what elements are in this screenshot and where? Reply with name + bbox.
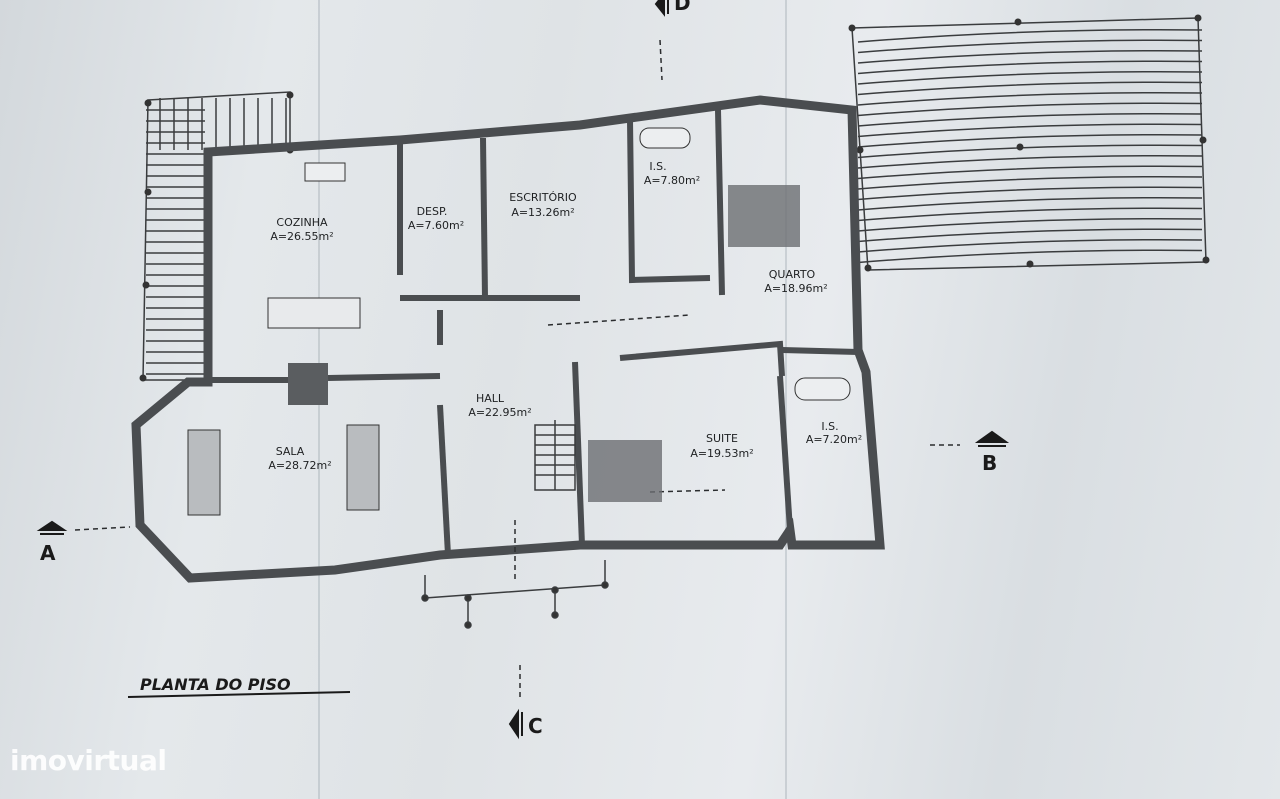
pergola-post: [1194, 14, 1202, 22]
section-marker-b: B: [974, 430, 1010, 475]
fireplace-icon: [288, 363, 328, 405]
room-label-sala: SALA A=28.72m²: [268, 445, 331, 472]
pergola-slat: [857, 218, 1203, 232]
pergola-post: [144, 188, 152, 196]
bed-icon: [728, 185, 800, 247]
sofa-icon: [346, 424, 380, 511]
svg-text:SALA: SALA: [276, 445, 305, 458]
bathtub-icon: [639, 127, 691, 149]
pergola-slat: [857, 92, 1203, 106]
svg-text:SUITE: SUITE: [706, 432, 738, 445]
watermark-logo: imovirtual: [10, 744, 167, 777]
room-label-hall: HALL A=22.95m²: [468, 392, 531, 419]
pergola-post: [142, 281, 150, 289]
pergola-slat: [857, 239, 1203, 253]
pergola-post: [864, 264, 872, 272]
section-marker-d: D: [654, 0, 691, 17]
room-label-desp: DESP. A=7.60m²: [408, 205, 464, 232]
svg-text:A=18.96m²: A=18.96m²: [764, 282, 827, 295]
pergola-slat: [857, 186, 1203, 201]
svg-text:I.S.: I.S.: [649, 160, 666, 173]
pergola-slat: [857, 102, 1203, 117]
pergola-slat: [857, 144, 1203, 159]
pergola-slat: [857, 134, 1203, 148]
room-label-is-2: I.S. A=7.20m²: [806, 420, 862, 446]
pergola-slat: [857, 50, 1203, 64]
svg-text:I.S.: I.S.: [821, 420, 838, 433]
pergola-slat: [857, 249, 1203, 264]
svg-text:A: A: [40, 541, 56, 565]
svg-text:B: B: [982, 451, 997, 475]
room-label-cozinha: COZINHA A=26.55m²: [270, 216, 333, 243]
pergola-post: [1199, 136, 1207, 144]
section-marker-a: A: [36, 520, 68, 565]
pergola-slat: [857, 29, 1203, 43]
svg-text:A=7.80m²: A=7.80m²: [644, 174, 700, 187]
right-pergola: [848, 14, 1210, 272]
pergola-post: [1014, 18, 1022, 26]
sofa-icon: [187, 429, 221, 516]
svg-text:A=22.95m²: A=22.95m²: [468, 406, 531, 419]
section-marker-c: C: [508, 708, 543, 740]
svg-text:COZINHA: COZINHA: [276, 216, 328, 229]
pergola-post: [139, 374, 147, 382]
pergola-slat: [857, 81, 1203, 96]
svg-text:D: D: [674, 0, 691, 15]
svg-text:A=7.60m²: A=7.60m²: [408, 219, 464, 232]
bathtub-icon: [794, 377, 851, 401]
pergola-post: [286, 91, 294, 99]
room-label-quarto: QUARTO A=18.96m²: [764, 268, 827, 295]
pergola-post: [1202, 256, 1210, 264]
interior-walls: [208, 109, 859, 556]
left-pergola: [139, 91, 294, 382]
svg-text:QUARTO: QUARTO: [769, 268, 816, 281]
pergola-post: [144, 99, 152, 107]
svg-text:A=7.20m²: A=7.20m²: [806, 433, 862, 446]
sink-icon: [304, 162, 346, 182]
pergola-slat: [857, 155, 1203, 169]
pergola-post: [1016, 143, 1024, 151]
dining-table-icon: [267, 297, 361, 329]
room-label-suite: SUITE A=19.53m²: [690, 432, 753, 460]
pergola-slat: [857, 176, 1203, 190]
pergola-post: [856, 146, 864, 154]
front-porch: [421, 560, 609, 629]
exterior-walls: [131, 95, 885, 583]
pergola-slat: [857, 165, 1203, 180]
bed-icon: [588, 440, 662, 502]
room-label-escritorio: ESCRITÓRIO A=13.26m²: [509, 191, 577, 219]
pergola-slat: [857, 39, 1203, 54]
svg-text:DESP.: DESP.: [417, 205, 448, 218]
svg-text:A=19.53m²: A=19.53m²: [690, 447, 753, 460]
svg-text:A=26.55m²: A=26.55m²: [270, 230, 333, 243]
plan-title: PLANTA DO PISO: [127, 675, 351, 698]
svg-text:PLANTA DO PISO: PLANTA DO PISO: [140, 675, 291, 694]
paper-fold: [785, 0, 787, 799]
pergola-slat: [857, 60, 1203, 75]
svg-text:ESCRITÓRIO: ESCRITÓRIO: [509, 191, 577, 204]
pergola-slat: [857, 228, 1203, 243]
svg-text:A=13.26m²: A=13.26m²: [511, 206, 574, 219]
pergola-slat: [857, 71, 1203, 85]
svg-text:C: C: [528, 714, 543, 738]
room-label-is-1: I.S. A=7.80m²: [644, 160, 700, 187]
svg-text:A=28.72m²: A=28.72m²: [268, 459, 331, 472]
pergola-post: [848, 24, 856, 32]
pergola-slat: [857, 113, 1203, 127]
svg-text:HALL: HALL: [476, 392, 505, 405]
staircase: [534, 420, 576, 491]
pergola-slat: [857, 123, 1203, 138]
pergola-post: [1026, 260, 1034, 268]
dashed-lines: [74, 39, 960, 700]
pergola-slat: [857, 197, 1203, 211]
pergola-slat: [857, 207, 1203, 222]
